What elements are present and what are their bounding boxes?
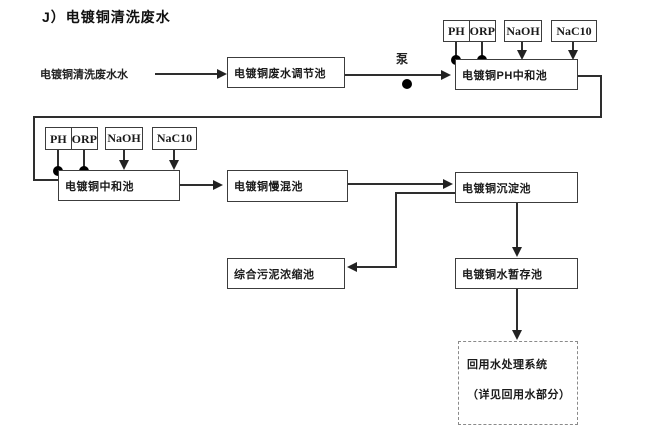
box-sedimentation-tank-label: 电镀铜沉淀池 — [462, 182, 531, 195]
flow-line — [33, 179, 59, 181]
box-reuse-water-system: 回用水处理系统 （详见回用水部分） — [458, 341, 578, 425]
pump-dot-icon — [402, 79, 412, 89]
box-adjust-tank: 电镀铜废水调节池 — [227, 57, 345, 88]
orp-label: ORP — [469, 24, 495, 38]
orp-label: ORP — [71, 131, 97, 146]
sensor-line — [455, 42, 457, 60]
arrow-down-icon — [169, 160, 179, 170]
sludge-line — [395, 192, 397, 268]
dosing-line — [173, 150, 175, 161]
naclo-label: NaC10 — [556, 23, 592, 38]
flow-line — [348, 183, 444, 185]
ph-label: PH — [46, 128, 72, 149]
box-ph-neutralize-tank: 电镀铜PH中和池 — [455, 59, 578, 90]
box-slow-mix-tank: 电镀铜慢混池 — [227, 170, 348, 202]
flow-line — [516, 203, 518, 248]
dosing-line — [572, 42, 574, 51]
sensor-line — [57, 150, 59, 170]
chem-box-ph-orp-top: PH ORP — [443, 20, 496, 42]
box-neutralize-tank: 电镀铜中和池 — [58, 170, 180, 201]
arrow-down-icon — [512, 247, 522, 257]
chem-box-naclo-left: NaC10 — [152, 127, 197, 150]
box-neutralize-tank-label: 电镀铜中和池 — [65, 180, 134, 193]
flow-line — [578, 75, 602, 77]
flow-line — [33, 116, 35, 181]
arrow-right-icon — [213, 180, 223, 190]
reuse-system-title: 回用水处理系统 — [467, 359, 548, 371]
flow-line — [155, 73, 218, 75]
box-slow-mix-tank-label: 电镀铜慢混池 — [234, 181, 303, 193]
arrow-down-icon — [517, 50, 527, 60]
chem-box-naclo-top: NaC10 — [551, 20, 597, 42]
naoh-label: NaOH — [107, 131, 141, 145]
arrow-down-icon — [512, 330, 522, 340]
arrow-right-icon — [217, 69, 227, 79]
flow-line — [180, 184, 214, 186]
box-adjust-tank-label: 电镀铜废水调节池 — [234, 67, 326, 80]
sensor-line — [83, 150, 85, 170]
flow-line — [345, 74, 442, 76]
chem-box-naoh-left: NaOH — [105, 127, 143, 150]
page-title: J）电镀铜清洗废水 — [42, 9, 171, 25]
chem-box-naoh-top: NaOH — [504, 20, 542, 42]
chem-box-ph-orp-left: PH ORP — [45, 127, 98, 150]
sludge-line — [396, 192, 455, 194]
arrow-down-icon — [568, 50, 578, 60]
arrow-right-icon — [441, 70, 451, 80]
ph-label: PH — [444, 21, 470, 41]
box-sedimentation-tank: 电镀铜沉淀池 — [455, 172, 578, 203]
naclo-label: NaC10 — [156, 131, 193, 145]
dosing-line — [123, 150, 125, 161]
box-sludge-thickening-tank-label: 综合污泥浓缩池 — [234, 268, 315, 281]
pump-label: 泵 — [396, 52, 409, 66]
arrow-right-icon — [443, 179, 453, 189]
box-sludge-thickening-tank: 综合污泥浓缩池 — [227, 258, 345, 289]
flow-line — [33, 116, 602, 118]
sludge-line — [357, 266, 397, 268]
box-water-storage-tank-label: 电镀铜水暂存池 — [462, 268, 543, 281]
sensor-line — [481, 42, 483, 60]
source-label: 电镀铜清洗废水水 — [40, 69, 128, 81]
box-water-storage-tank: 电镀铜水暂存池 — [455, 258, 578, 289]
flow-line — [600, 75, 602, 118]
arrow-down-icon — [119, 160, 129, 170]
flow-line — [516, 289, 518, 331]
reuse-system-note: （详见回用水部分） — [467, 389, 571, 401]
box-ph-neutralize-tank-label: 电镀铜PH中和池 — [462, 69, 548, 82]
naoh-label: NaOH — [506, 23, 540, 38]
dosing-line — [521, 42, 523, 51]
arrow-left-icon — [347, 262, 357, 272]
